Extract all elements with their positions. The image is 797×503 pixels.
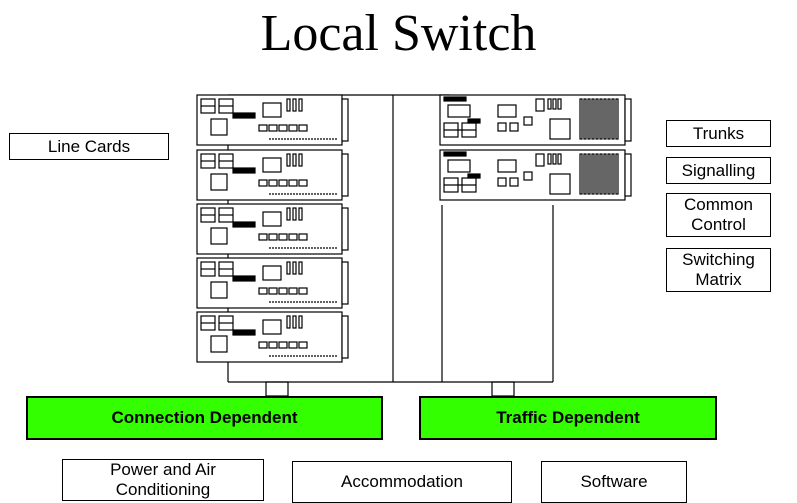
trunks-label: Trunks (666, 120, 771, 147)
trunk-card-icon (439, 94, 632, 146)
line-card-icon (196, 203, 349, 255)
switching-matrix-label: Switching Matrix (666, 248, 771, 292)
line-cards-label: Line Cards (9, 133, 169, 160)
trunk-card-icon (439, 149, 632, 201)
line-card-icon (196, 311, 349, 363)
signalling-label: Signalling (666, 157, 771, 184)
common-control-label: Common Control (666, 193, 771, 237)
power-air-label: Power and Air Conditioning (62, 459, 264, 501)
traffic-dependent-box: Traffic Dependent (419, 396, 717, 440)
software-label: Software (541, 461, 687, 503)
line-card-icon (196, 94, 349, 146)
line-card-icon (196, 257, 349, 309)
accommodation-label: Accommodation (292, 461, 512, 503)
line-card-icon (196, 149, 349, 201)
connection-dependent-box: Connection Dependent (26, 396, 383, 440)
trunk-card-rack (439, 94, 632, 201)
diagram-title: Local Switch (260, 5, 537, 62)
line-card-rack (196, 94, 349, 363)
